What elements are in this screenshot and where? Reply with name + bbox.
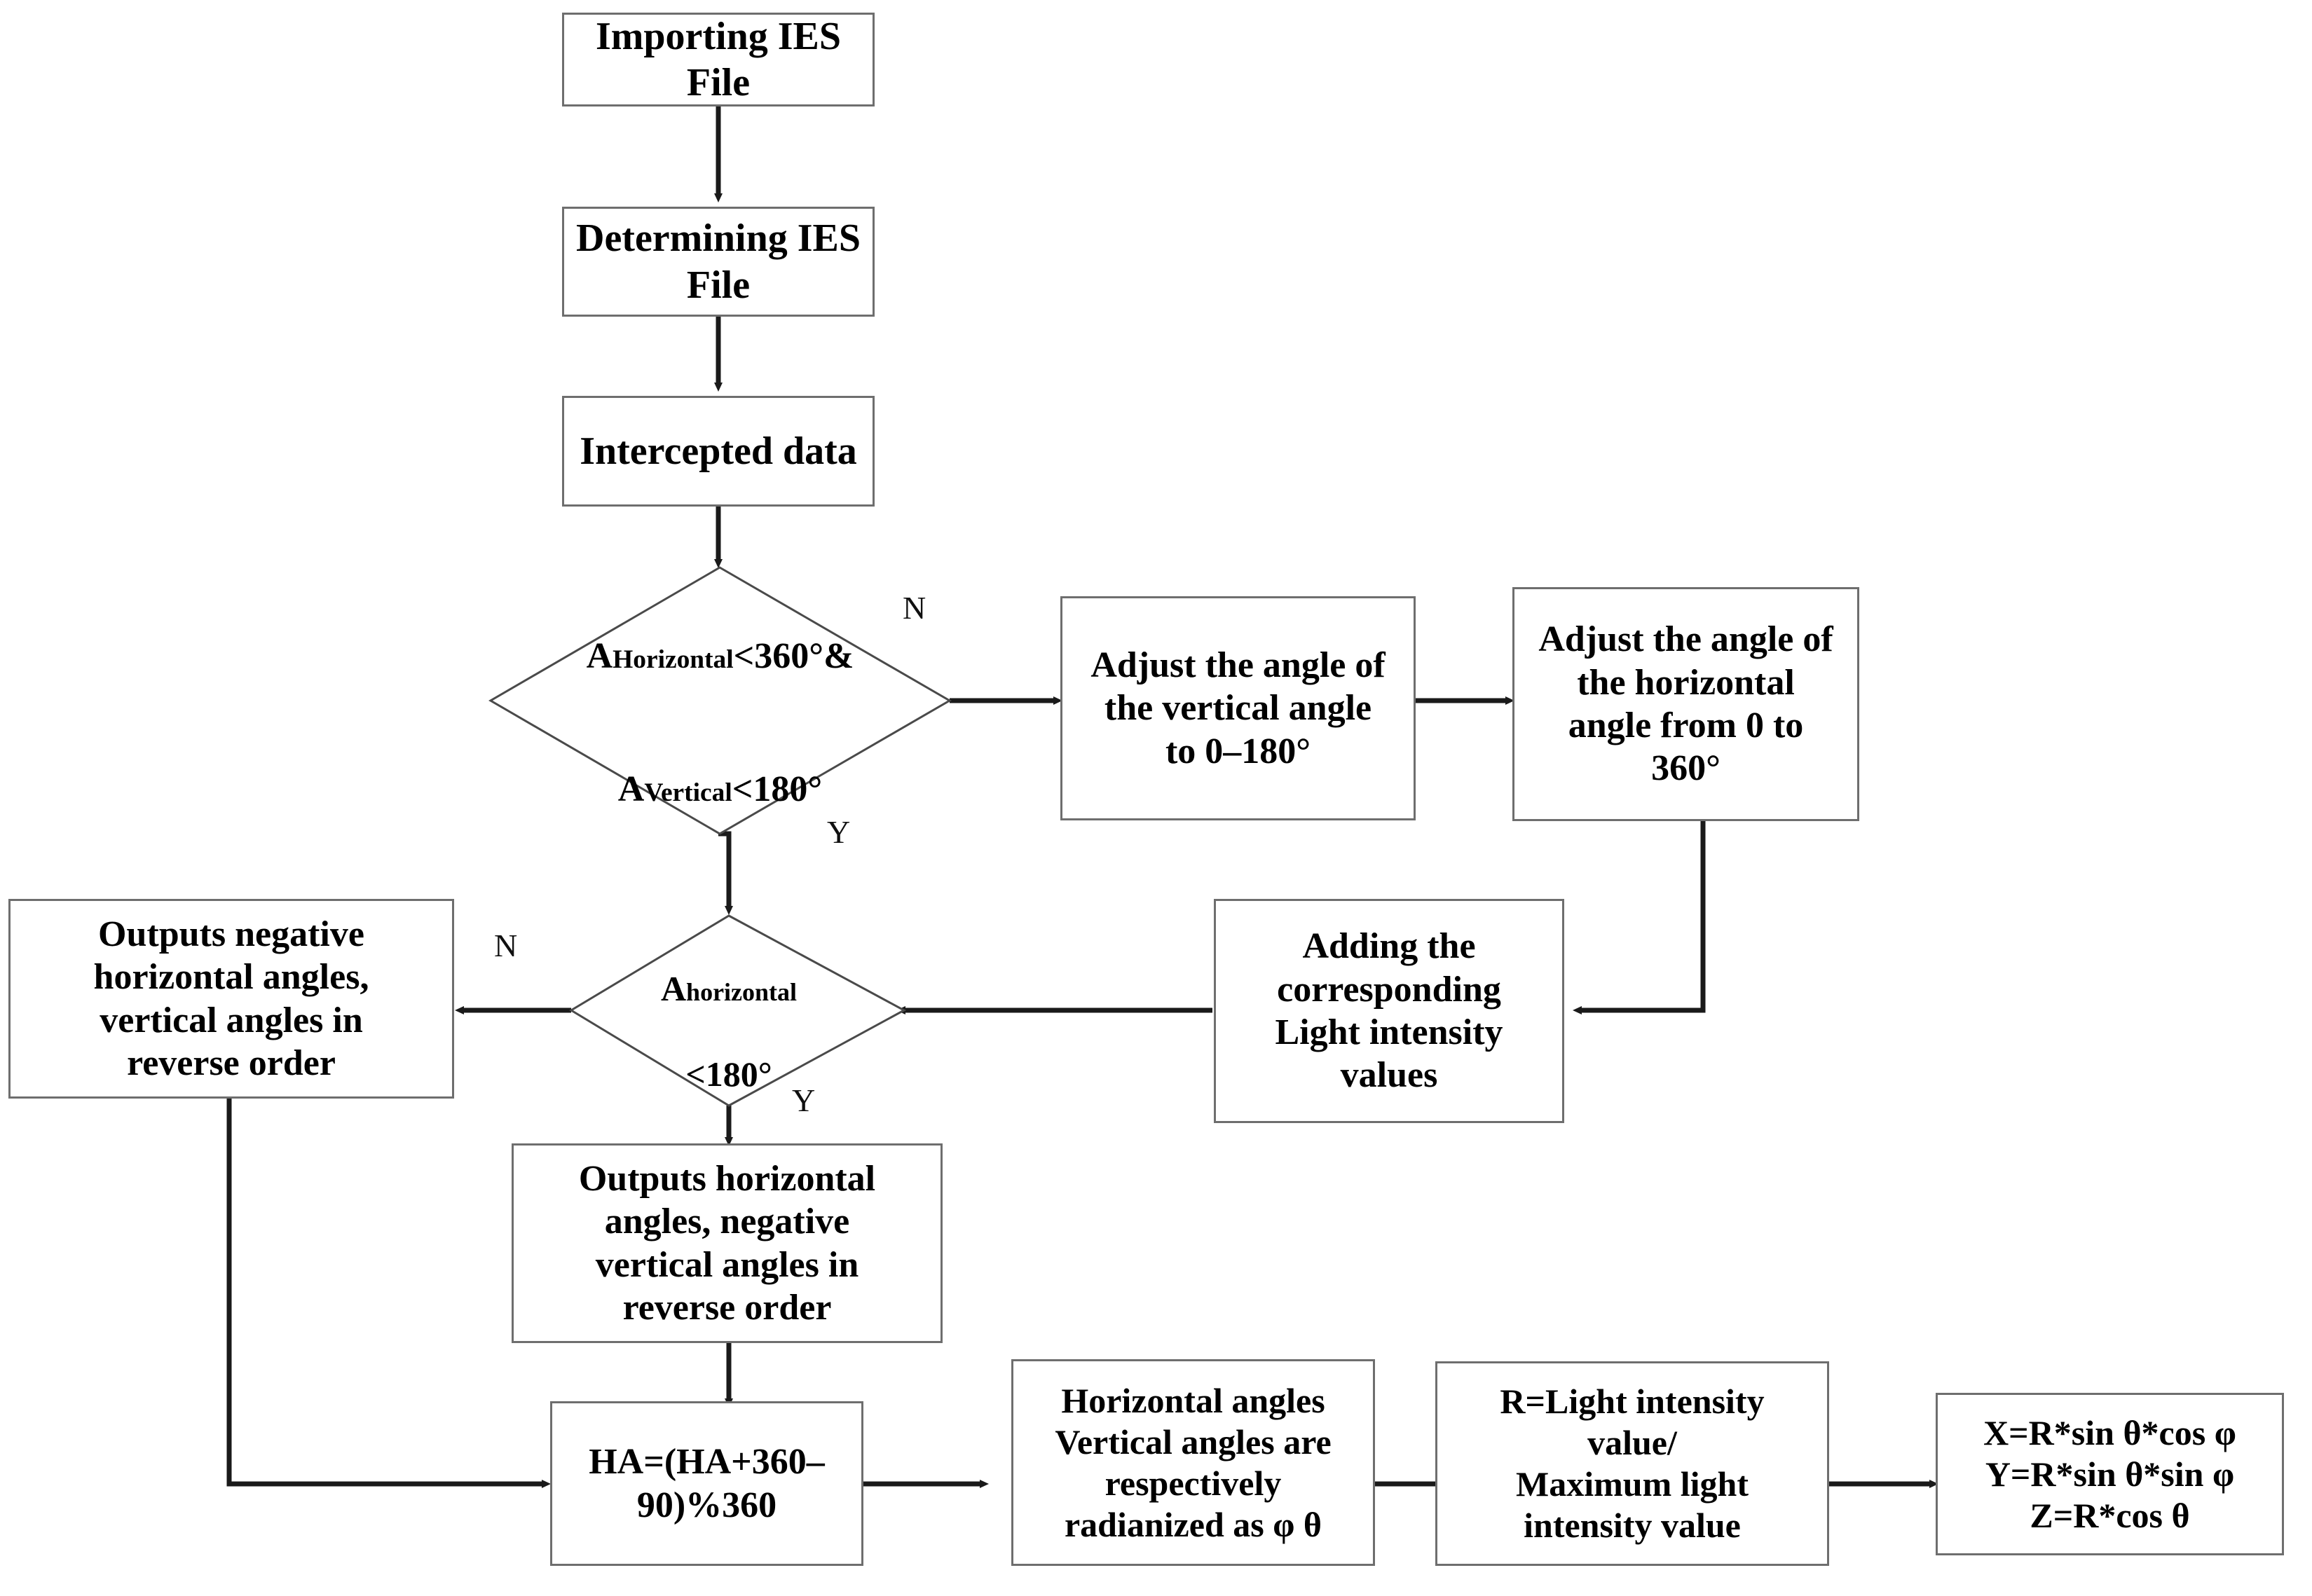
decision-horizontal-a: A (660, 969, 687, 1008)
decision-angles-cond1: <360°& (733, 635, 854, 676)
decision-angles-label: AHorizontal<360°& AVertical<180° (505, 636, 936, 809)
node-determining-ies-file[interactable]: Determining IES File (562, 207, 875, 317)
node-outputs-horizontal[interactable]: Outputs horizontal angles, negative vert… (512, 1143, 943, 1343)
node-importing-ies-file-label: Importing IES File (595, 14, 842, 104)
decision-angles-a2: A (617, 769, 645, 810)
node-adding-light-intensity-label: Adding the corresponding Light intensity… (1275, 926, 1503, 1096)
node-intercepted-data-label: Intercepted data (580, 429, 857, 473)
node-adjust-horizontal-angle[interactable]: Adjust the angle of the horizontal angle… (1512, 587, 1859, 821)
node-adding-light-intensity[interactable]: Adding the corresponding Light intensity… (1214, 899, 1564, 1123)
node-ha-formula[interactable]: HA=(HA+360– 90)%360 (550, 1401, 863, 1566)
decision-angles-cond2: <180° (732, 769, 823, 810)
edge-decision1-yes-to-decision2 (718, 831, 733, 915)
decision-horizontal-diamond[interactable] (569, 914, 907, 1107)
edge-label-decision-horizontal-yes: Y (792, 1082, 816, 1118)
edge-adjusthorizontal-to-adding (1573, 821, 1706, 1014)
decision-angles-sub1: Horizontal (613, 645, 734, 674)
node-adjust-vertical-angle[interactable]: Adjust the angle of the vertical angle t… (1060, 596, 1416, 820)
node-radianize-label: Horizontal angles Vertical angles are re… (1055, 1380, 1332, 1544)
edge-label-decision-horizontal-no: N (494, 928, 518, 963)
node-determining-ies-file-label: Determining IES File (576, 216, 861, 307)
decision-angles-line2: AVertical<180° (505, 723, 936, 812)
node-xyz-formula-label: X=R*sin θ*cos φ Y=R*sin θ*sin φ Z=R*cos … (1983, 1412, 2236, 1535)
node-intercepted-data[interactable]: Intercepted data (562, 396, 875, 507)
decision-horizontal-line1: Ahorizontal (582, 925, 876, 1010)
node-outputs-horizontal-label: Outputs horizontal angles, negative vert… (578, 1158, 876, 1328)
decision-angles-sub2: Vertical (644, 778, 732, 808)
edge-label-decision-angles-yes: Y (827, 814, 851, 850)
node-adjust-horizontal-angle-label: Adjust the angle of the horizontal angle… (1538, 619, 1833, 789)
edge-outputsnegative-to-haformula (226, 1099, 551, 1488)
node-ha-formula-label: HA=(HA+360– 90)%360 (589, 1442, 825, 1525)
node-outputs-negative-horizontal-label: Outputs negative horizontal angles, vert… (93, 914, 369, 1083)
node-xyz-formula[interactable]: X=R*sin θ*cos φ Y=R*sin θ*sin φ Z=R*cos … (1936, 1393, 2284, 1555)
decision-angles-diamond[interactable] (488, 566, 952, 835)
node-outputs-negative-horizontal[interactable]: Outputs negative horizontal angles, vert… (8, 899, 454, 1099)
decision-angles-line1: AHorizontal<360°& (505, 589, 936, 678)
node-r-ratio-label: R=Light intensity value/ Maximum light i… (1500, 1382, 1765, 1545)
node-adjust-vertical-angle-label: Adjust the angle of the vertical angle t… (1090, 645, 1386, 771)
edge-label-decision-angles-no: N (903, 590, 926, 626)
decision-horizontal-line2: <180° (685, 1054, 772, 1094)
decision-horizontal-label: Ahorizontal <180° (582, 961, 876, 1094)
node-radianize[interactable]: Horizontal angles Vertical angles are re… (1011, 1359, 1375, 1566)
decision-angles-a1: A (586, 635, 613, 676)
decision-horizontal-sub: horizontal (686, 978, 798, 1006)
node-r-ratio[interactable]: R=Light intensity value/ Maximum light i… (1435, 1361, 1829, 1566)
node-importing-ies-file[interactable]: Importing IES File (562, 13, 875, 106)
